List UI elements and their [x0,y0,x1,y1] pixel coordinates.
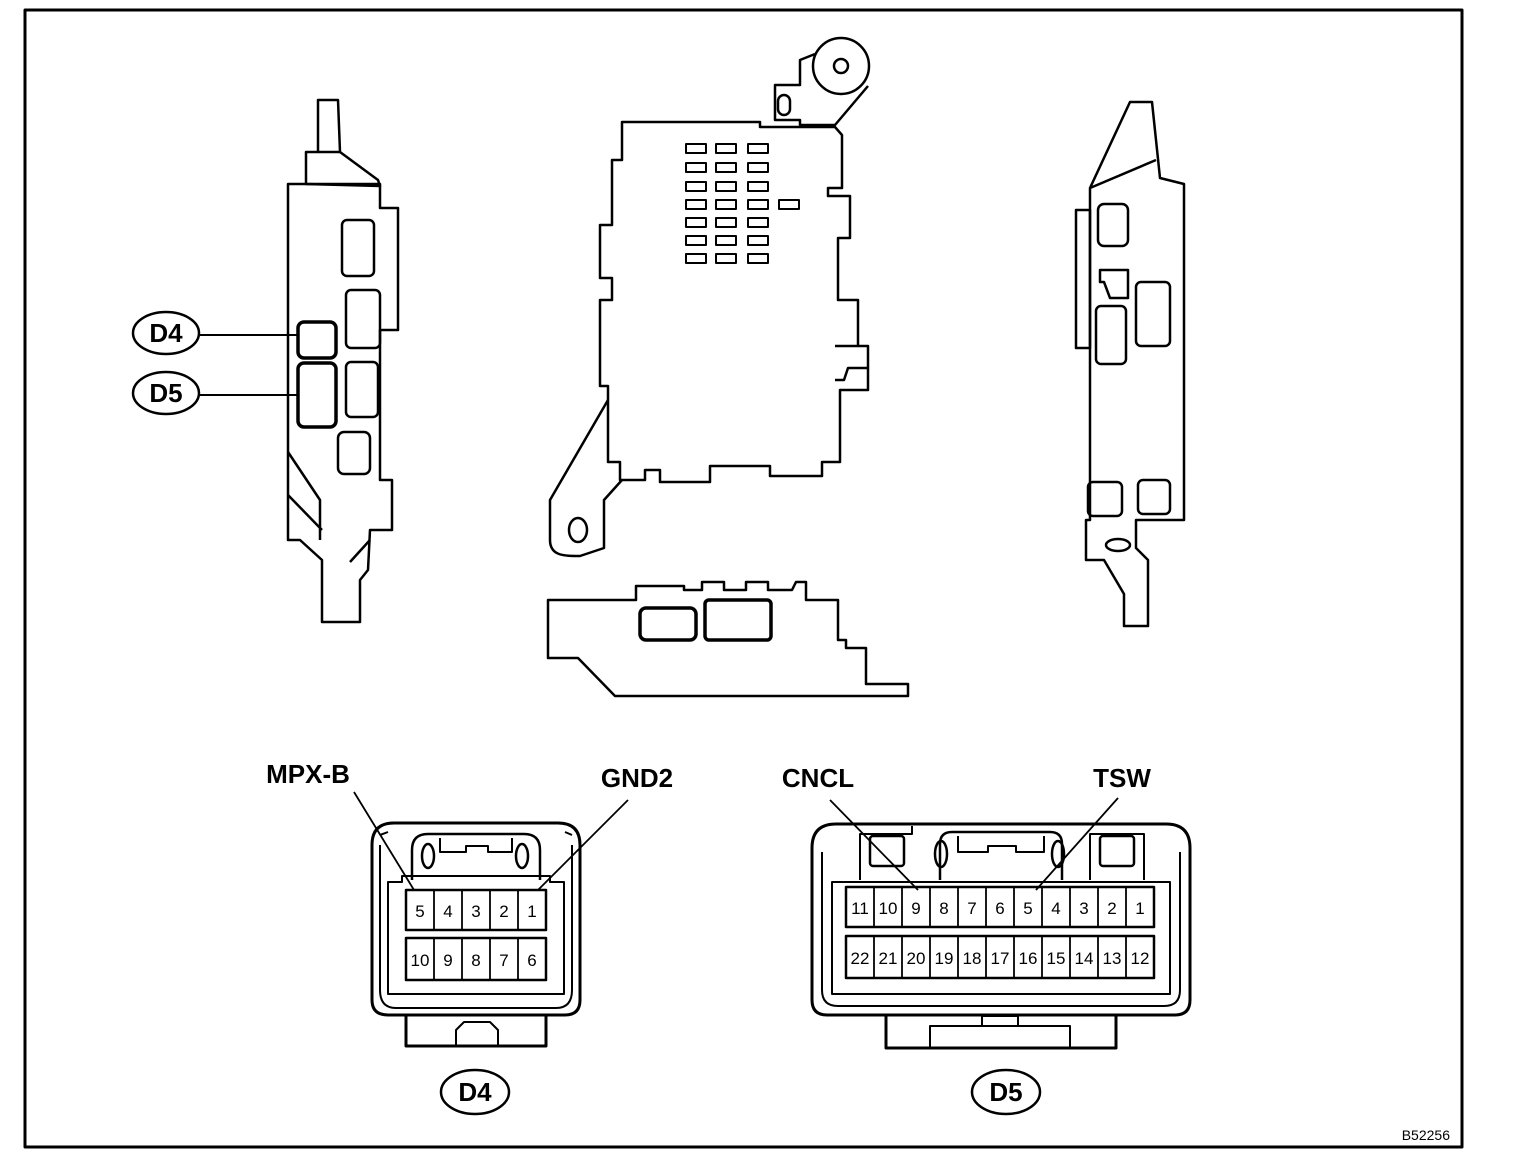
d4-label-gnd2: GND2 [601,763,673,793]
d5-pin-8: 8 [939,899,948,918]
d4-pin-3: 3 [471,902,480,921]
center-bottom-view [546,580,910,698]
left-side-view [286,98,400,624]
d5-pin-17: 17 [991,949,1010,968]
d5-pin-20: 20 [907,949,926,968]
d4-pin-6: 6 [527,951,536,970]
d5-pin-22: 22 [851,949,870,968]
right-side-view [1074,100,1186,628]
d5-pin-5: 5 [1023,899,1032,918]
diagram-frame [23,8,1464,1149]
d4-pin-2: 2 [499,902,508,921]
d4-pin-8: 8 [471,951,480,970]
callout-d4-left: D4 [131,310,298,356]
d4-pin-5: 5 [415,902,424,921]
d5-pin-3: 3 [1079,899,1088,918]
d5-pin-1: 1 [1135,899,1144,918]
d5-pin-2: 2 [1107,899,1116,918]
figure-code: B52256 [1402,1127,1450,1143]
d4-pin-10: 10 [411,951,430,970]
d4-pin-7: 7 [499,951,508,970]
d5-pin-21: 21 [879,949,898,968]
callout-d4-left-text: D4 [149,318,183,348]
d5-label-cncl: CNCL [782,763,854,793]
d4-pin-4: 4 [443,902,452,921]
d5-pin-4: 4 [1051,899,1060,918]
d5-pin-19: 19 [935,949,954,968]
callout-d4-bottom: D4 [439,1068,511,1116]
d5-pin-12: 12 [1131,949,1150,968]
d5-pin-13: 13 [1103,949,1122,968]
d4-pin-1: 1 [527,902,536,921]
callout-d5-left-text: D5 [149,378,182,408]
d5-pin-10: 10 [879,899,898,918]
connector-d4: 5 4 3 2 1 10 9 8 7 6 MPX-B GND2 [266,759,673,1048]
d5-pin-11: 11 [851,899,869,918]
d5-pin-18: 18 [963,949,982,968]
center-top-view [548,36,871,558]
d4-pin-9: 9 [443,951,452,970]
callout-d5-bottom: D5 [970,1068,1042,1116]
d5-label-tsw: TSW [1093,763,1151,793]
callout-d5-bottom-text: D5 [989,1077,1022,1107]
d5-pin-16: 16 [1019,949,1038,968]
callout-d4-bottom-text: D4 [458,1077,492,1107]
d5-pin-9: 9 [911,899,920,918]
connector-d5: 11 10 9 8 7 6 5 4 3 2 1 22 21 20 19 18 1… [782,763,1192,1050]
d5-pin-14: 14 [1075,949,1094,968]
d5-pin-7: 7 [967,899,976,918]
d5-pin-6: 6 [995,899,1004,918]
callout-d5-left: D5 [131,370,298,416]
d5-socket-side [296,361,338,429]
d4-label-mpx-b: MPX-B [266,759,350,789]
d5-pin-15: 15 [1047,949,1066,968]
d4-socket-side [296,320,338,360]
